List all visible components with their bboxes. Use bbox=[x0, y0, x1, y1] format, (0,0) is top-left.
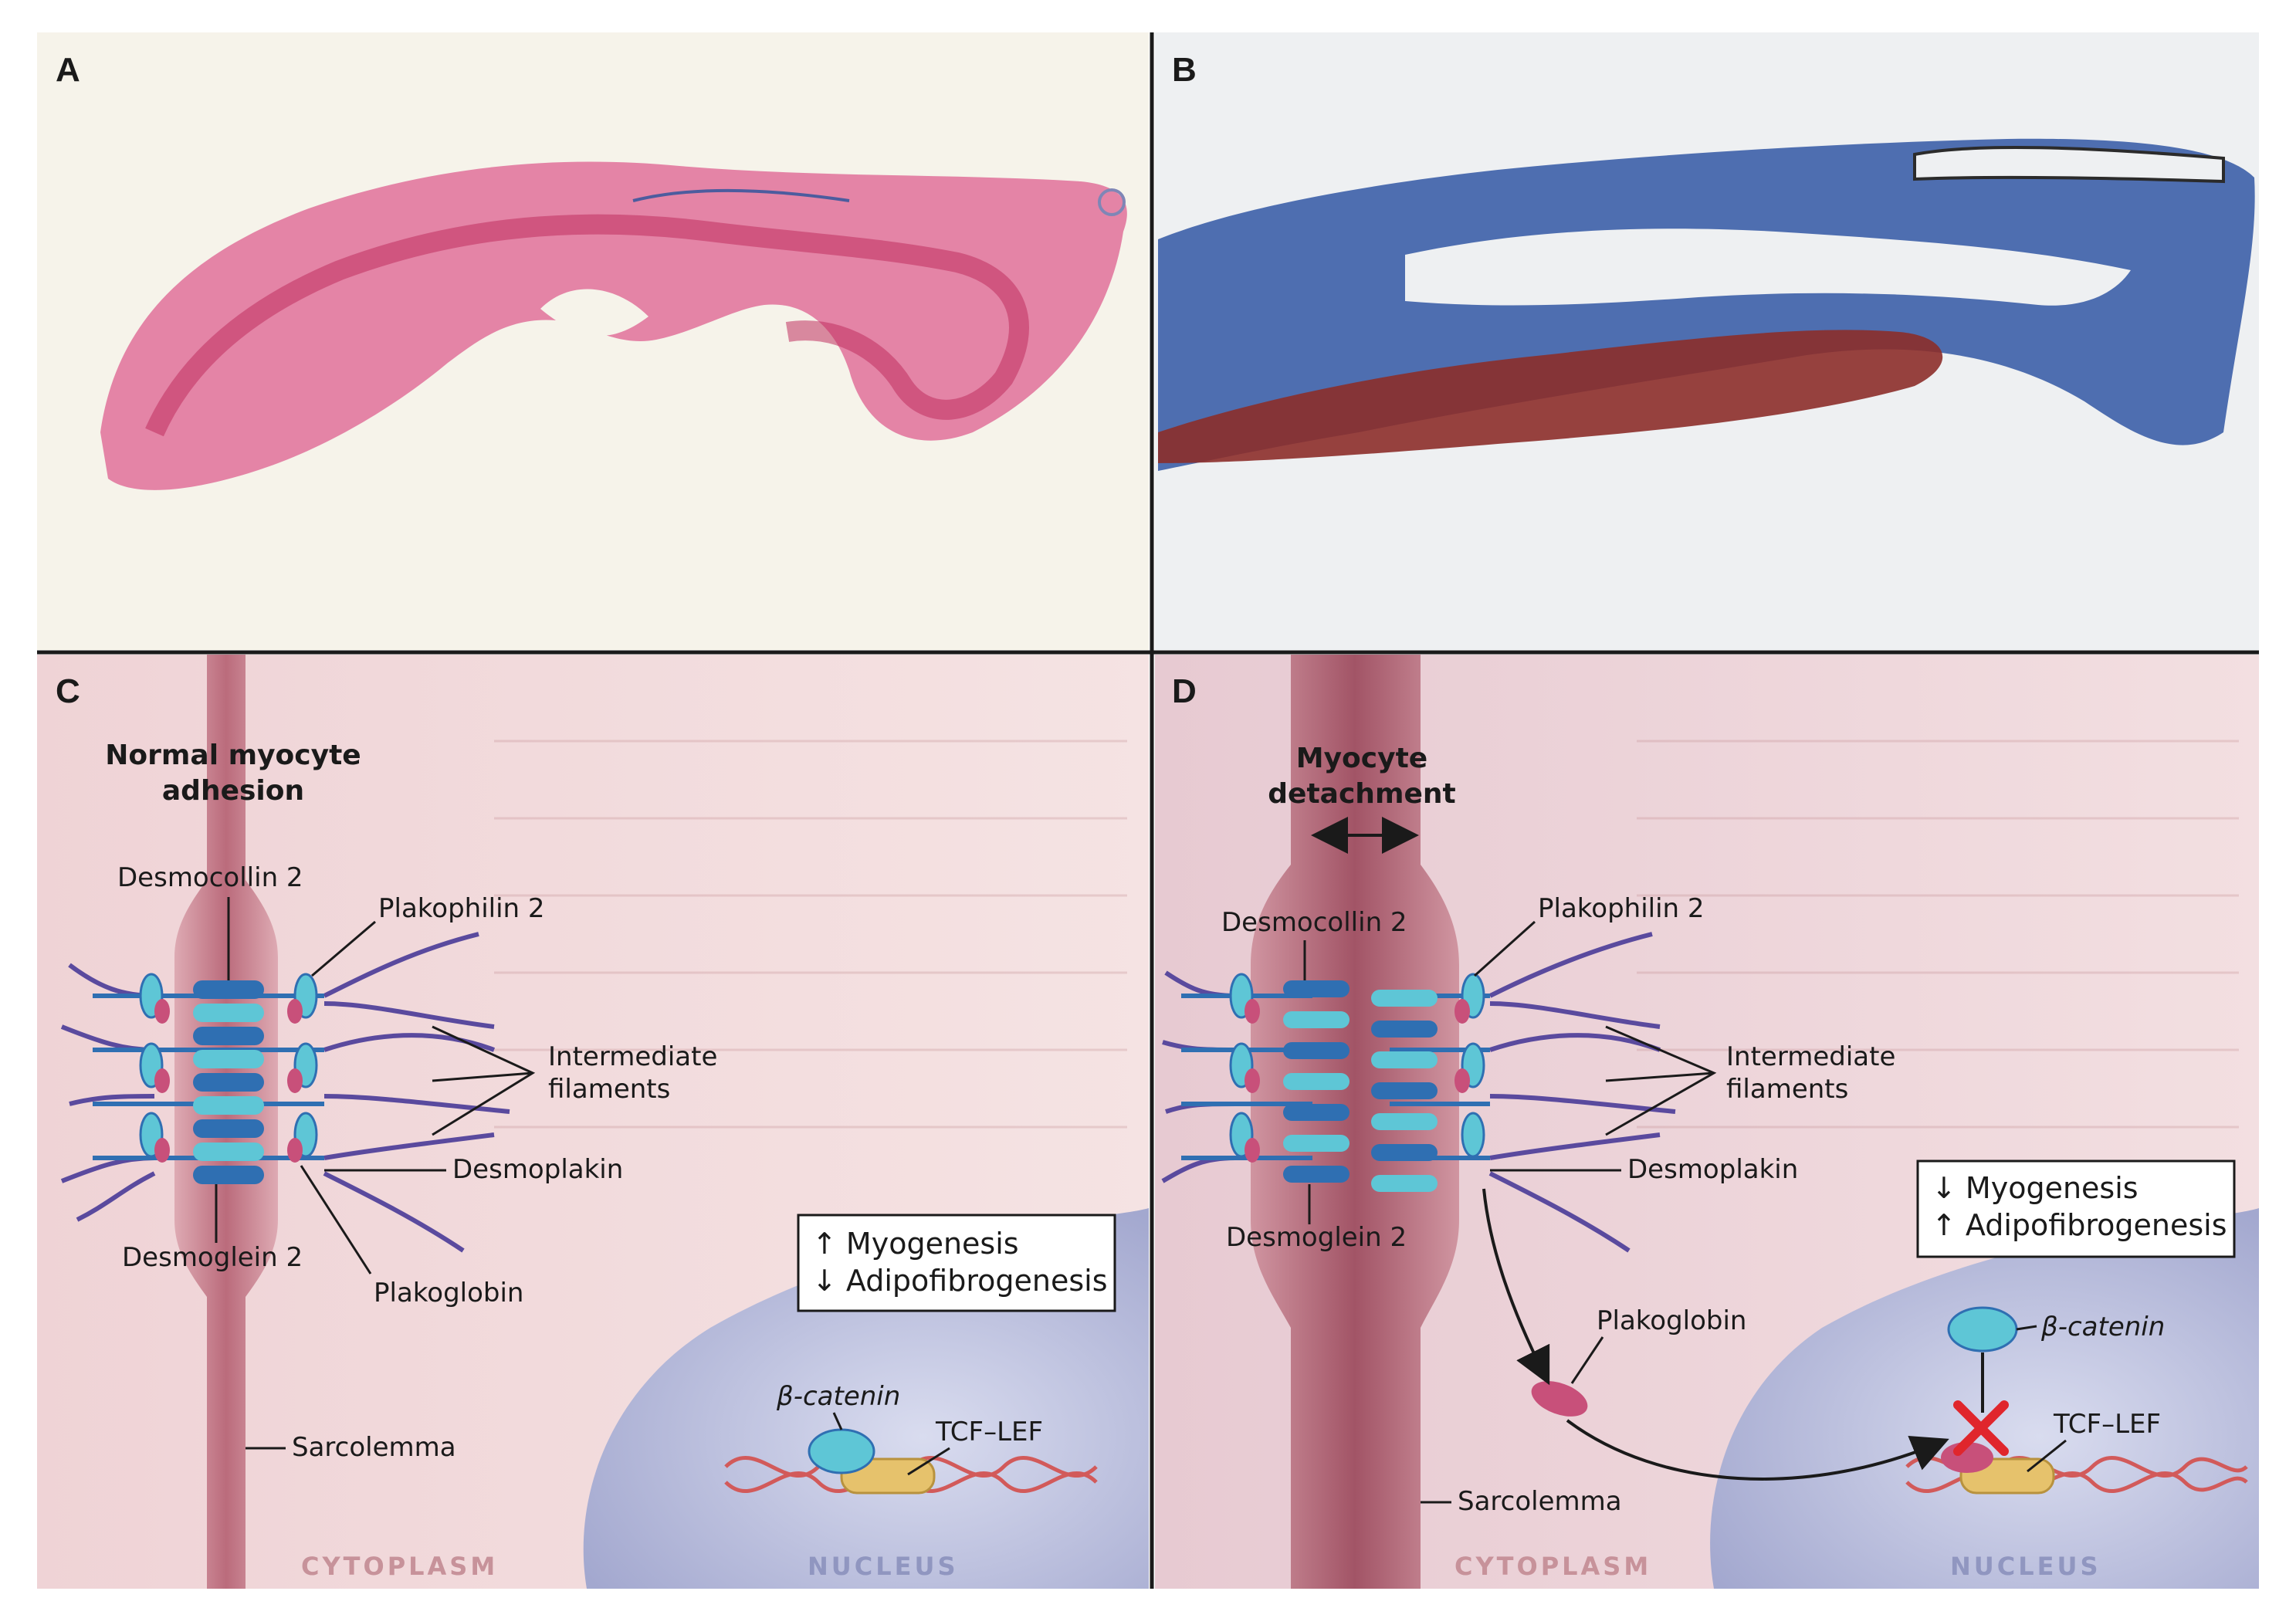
panel-c-title-line2: adhesion bbox=[162, 775, 304, 807]
panel-a: A bbox=[37, 32, 1149, 650]
panel-d-title-line1: Myocyte bbox=[1296, 743, 1427, 774]
label-nucleus-d: NUCLEUS bbox=[1950, 1552, 2101, 1581]
label-cytoplasm-d: CYTOPLASM bbox=[1454, 1552, 1651, 1581]
label-beta-catenin-c: β-catenin bbox=[776, 1381, 900, 1412]
label-desmoplakin-d: Desmoplakin bbox=[1627, 1154, 1798, 1185]
label-plakophilin-d: Plakophilin 2 bbox=[1538, 893, 1705, 924]
sarcolemma-d bbox=[1251, 655, 1459, 1589]
panel-c-title-line1: Normal myocyte bbox=[105, 740, 361, 771]
plakoglobin-nuclear-arrow bbox=[1566, 1419, 1949, 1481]
panel-b-letter: B bbox=[1172, 51, 1197, 89]
label-desmocollin-d: Desmocollin 2 bbox=[1221, 907, 1407, 938]
panel-c-letter: C bbox=[56, 672, 80, 710]
effect-box-c: ↑ Myogenesis ↓ Adipofibrogenesis bbox=[797, 1214, 1116, 1312]
label-plakoglobin-d: Plakoglobin bbox=[1597, 1305, 1746, 1336]
label-intermediate-d-2: filaments bbox=[1726, 1074, 1848, 1105]
label-plakophilin-c: Plakophilin 2 bbox=[378, 893, 545, 924]
block-x-icon bbox=[1953, 1400, 2009, 1456]
intermediate-filaments-right-c bbox=[323, 932, 510, 1253]
plaque-proteins-d bbox=[1229, 973, 1485, 1163]
plakoglobin-release-arrow bbox=[1482, 1188, 1550, 1386]
effect-box-c-line2: ↓ Adipofibrogenesis bbox=[812, 1264, 1108, 1298]
label-cytoplasm-c: CYTOPLASM bbox=[301, 1552, 498, 1581]
intermediate-filaments-right-d bbox=[1488, 932, 1676, 1253]
effect-box-d: ↓ Myogenesis ↑ Adipofibrogenesis bbox=[1916, 1159, 2236, 1258]
label-plakoglobin-c: Plakoglobin bbox=[374, 1278, 523, 1308]
label-intermediate-c-2: filaments bbox=[548, 1074, 670, 1105]
label-desmoglein-c: Desmoglein 2 bbox=[122, 1242, 303, 1273]
effect-box-d-line1: ↓ Myogenesis bbox=[1932, 1171, 2139, 1205]
label-desmoplakin-c: Desmoplakin bbox=[452, 1154, 623, 1185]
label-sarcolemma-d: Sarcolemma bbox=[1458, 1486, 1622, 1517]
label-beta-catenin-d: β-catenin bbox=[2040, 1312, 2165, 1342]
beta-catenin-protein-d bbox=[1947, 1306, 2018, 1352]
panel-d: D Myocyte detachment Desmocollin 2 Plako… bbox=[1155, 655, 2259, 1589]
label-desmocollin-c: Desmocollin 2 bbox=[117, 862, 303, 893]
panel-d-letter: D bbox=[1172, 672, 1197, 710]
label-sarcolemma-c: Sarcolemma bbox=[292, 1432, 456, 1463]
panel-c: C Normal myocyte adhesion Desmocollin 2 … bbox=[37, 655, 1149, 1589]
cadherin-stack-right-d bbox=[1371, 990, 1438, 1192]
panel-b: B bbox=[1155, 32, 2259, 650]
effect-box-d-line2: ↑ Adipofibrogenesis bbox=[1932, 1208, 2227, 1242]
label-tcf-lef-d: TCF–LEF bbox=[2053, 1409, 2161, 1440]
cadherin-stack-left-d bbox=[1283, 980, 1349, 1183]
label-tcf-lef-c: TCF–LEF bbox=[935, 1417, 1043, 1447]
label-desmoglein-d: Desmoglein 2 bbox=[1226, 1222, 1407, 1253]
panel-d-title-line2: detachment bbox=[1268, 778, 1455, 810]
cadherin-stack-c bbox=[193, 980, 264, 1184]
effect-box-c-line1: ↑ Myogenesis bbox=[812, 1227, 1019, 1261]
beta-catenin-protein-c bbox=[808, 1428, 875, 1474]
nucleus-d bbox=[1710, 1208, 2259, 1589]
label-intermediate-c-1: Intermediate bbox=[548, 1041, 717, 1072]
plaque-proteins-c bbox=[139, 973, 318, 1163]
label-nucleus-c: NUCLEUS bbox=[808, 1552, 959, 1581]
label-intermediate-d-1: Intermediate bbox=[1726, 1041, 1895, 1072]
plakoglobin-free-d bbox=[1531, 1381, 1588, 1417]
panel-a-letter: A bbox=[56, 51, 80, 89]
